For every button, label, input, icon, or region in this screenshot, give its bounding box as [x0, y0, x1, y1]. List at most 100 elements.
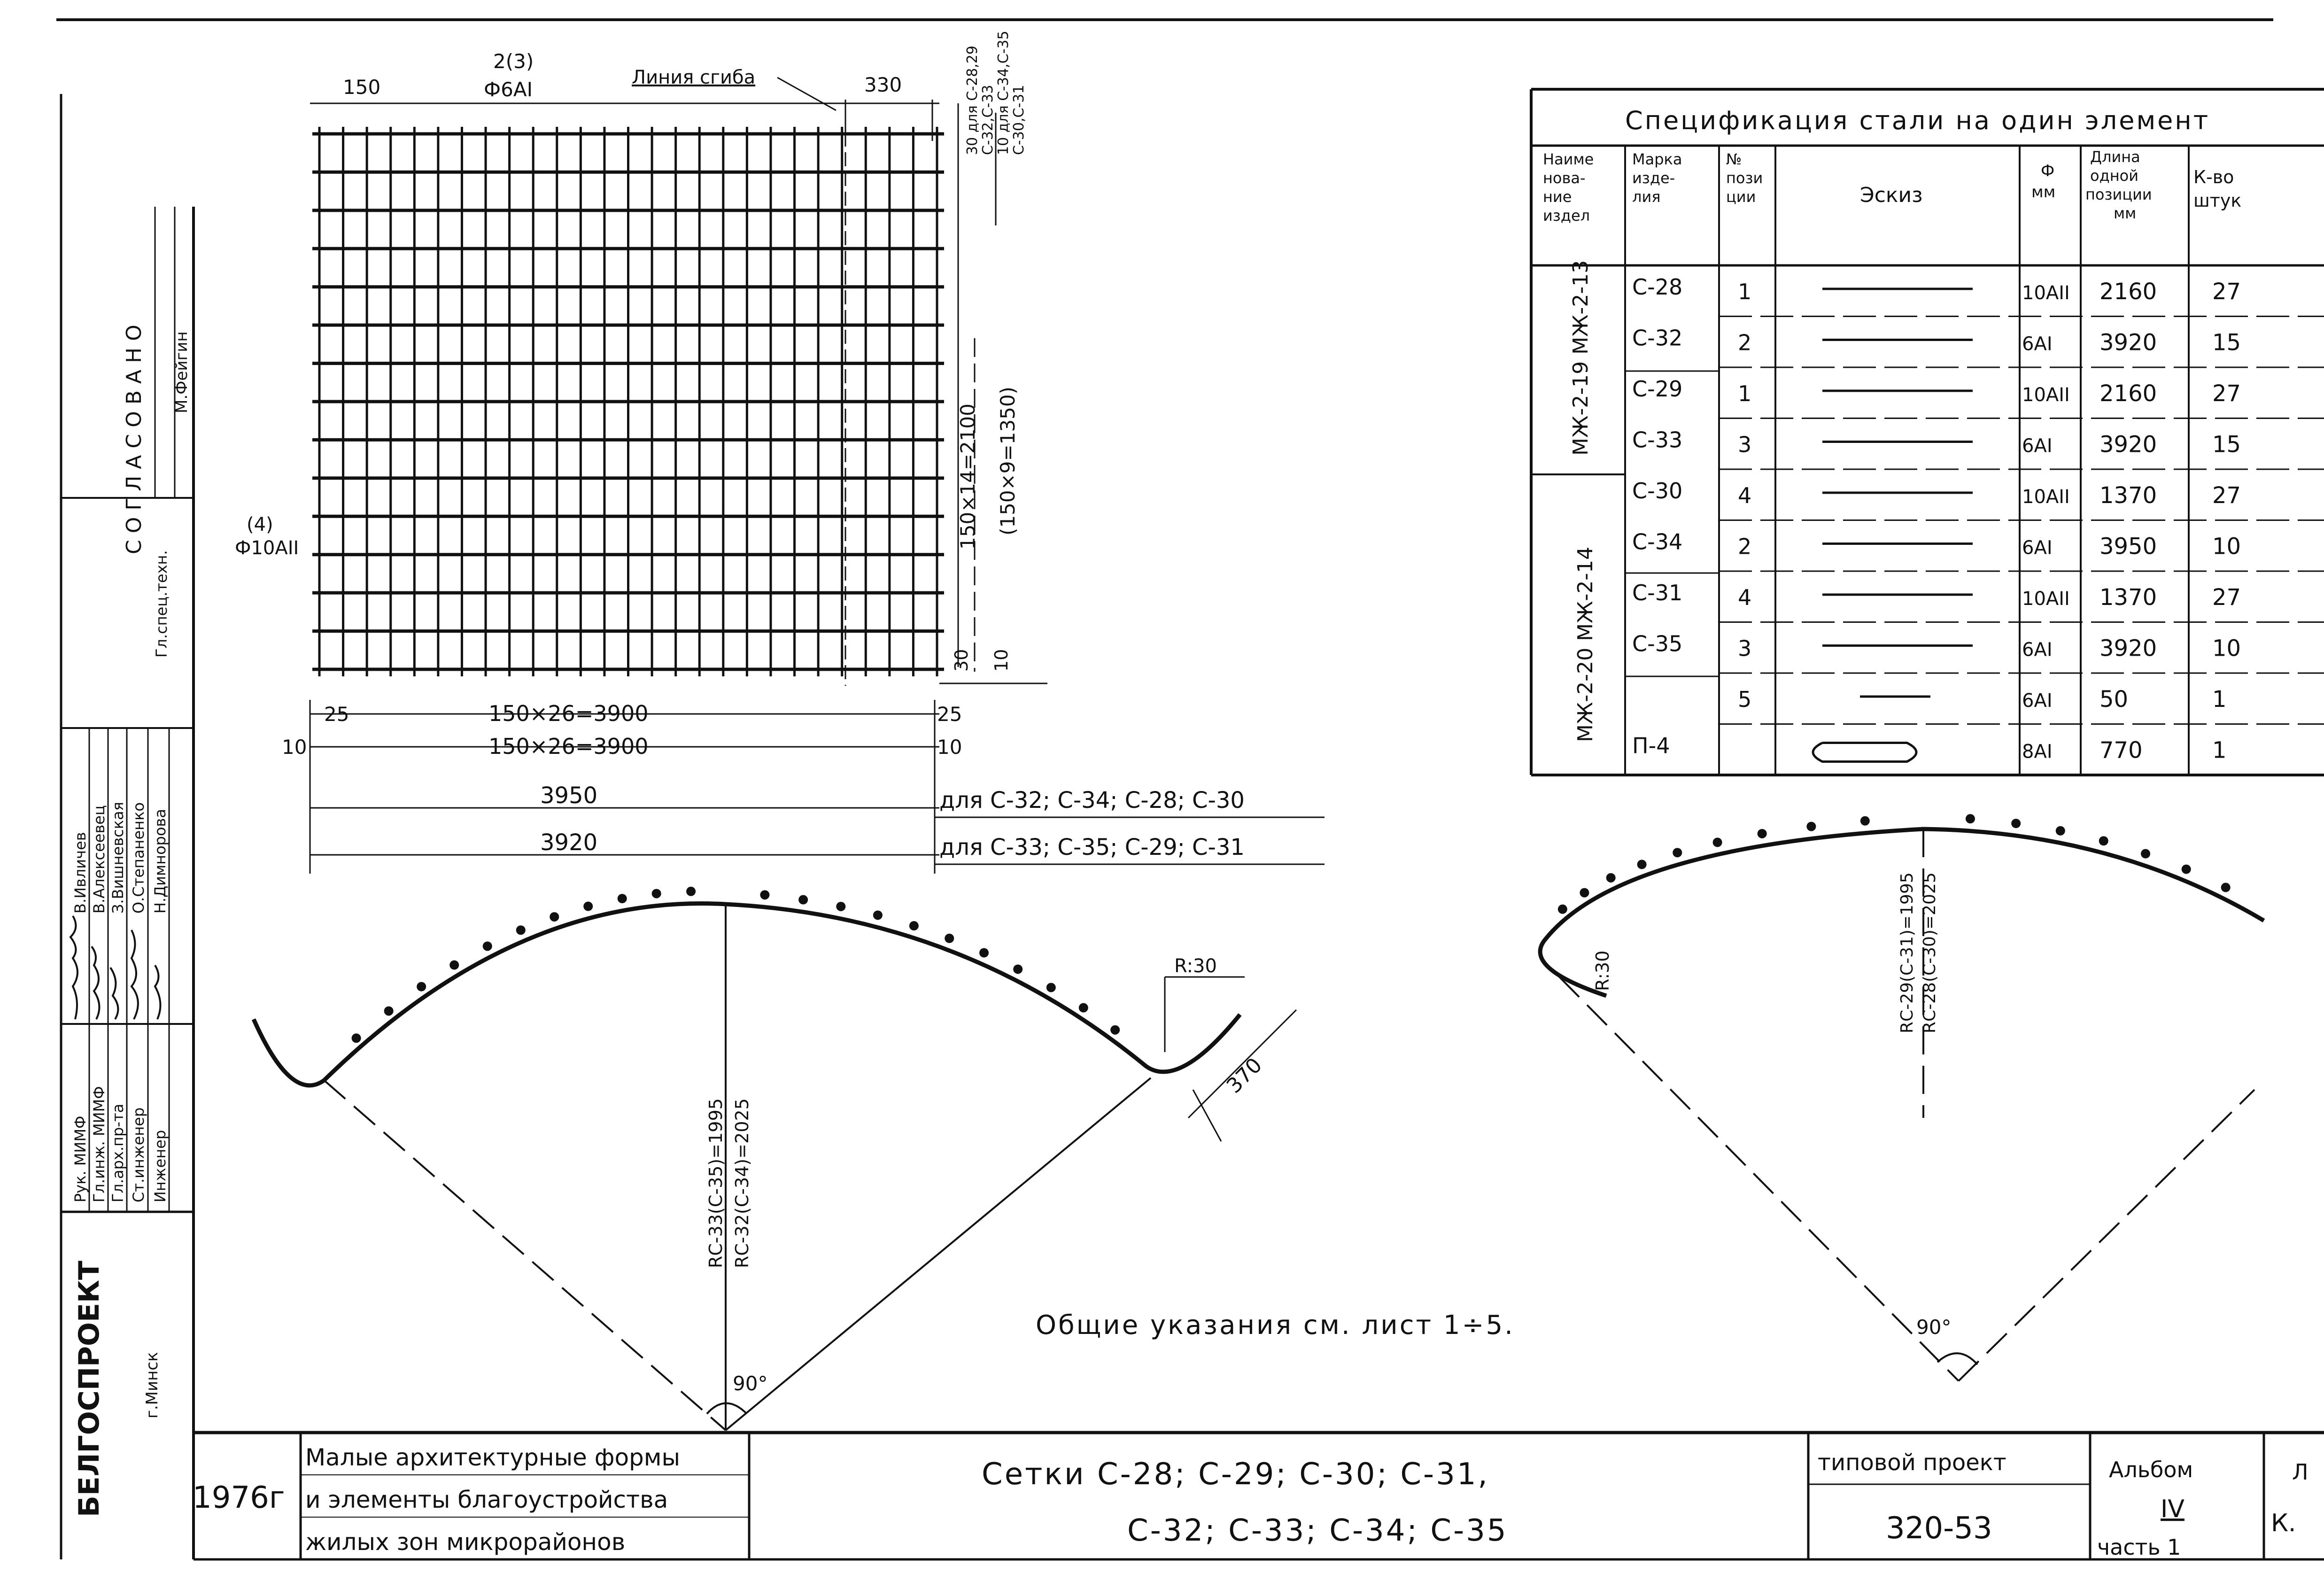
- spec-diameter: 10АII: [2022, 588, 2070, 610]
- hdr-name-1: Наиме: [1543, 150, 1594, 168]
- hdr-name-3: ние: [1543, 188, 1572, 206]
- total-3950: 3950: [540, 783, 597, 809]
- spec-qty: 10: [2212, 636, 2241, 662]
- spec-title: Спецификация стали на один элемент: [1625, 106, 2210, 135]
- spec-qty: 1: [2212, 686, 2227, 713]
- dim-30: 30: [951, 649, 972, 672]
- left-bar-label: Ф10АII: [235, 537, 299, 559]
- org-name: БЕЛГОСПРОЕКТ: [73, 1261, 106, 1517]
- right-radius-label-1: RС-29(С-31)=1995: [1898, 872, 1917, 1033]
- spec-mark: С-29: [1632, 376, 1682, 402]
- spec-qty: 15: [2212, 432, 2241, 458]
- arc-bar-section: [1557, 904, 1567, 914]
- right-note-3: 10 для С-34,С-35: [995, 31, 1012, 155]
- arc-bar-section: [417, 982, 426, 992]
- stamp-names: В.Ивличев В.Алексеевец З.Вишневская О.Ст…: [71, 802, 169, 914]
- horiz-dim-1: 150×26=3900: [488, 701, 649, 726]
- agreed-role: Гл.спец.техн.: [153, 550, 170, 658]
- arc-bar-section: [1860, 816, 1870, 826]
- tb-part: часть 1: [2097, 1534, 2181, 1560]
- hdr-dia-2: мм: [2031, 183, 2055, 202]
- spec-qty: 27: [2212, 380, 2241, 407]
- spec-mark: С-32: [1632, 326, 1682, 351]
- spec-pos: 3: [1738, 636, 1751, 661]
- role-3: Гл.арх.пр-та: [109, 1104, 127, 1202]
- sketch-loop: [1812, 742, 1918, 763]
- pos-label-top: 2(3): [493, 50, 534, 73]
- arc-bar-section: [384, 1006, 394, 1016]
- hdr-len-3: позиции: [2085, 186, 2152, 203]
- vert-dim-1: 150×14=2100: [956, 403, 979, 550]
- arc-bar-section: [1757, 829, 1767, 838]
- arc-bar-section: [2011, 819, 2021, 829]
- arc-bar-section: [651, 889, 661, 899]
- role-4: Ст.инженер: [130, 1108, 147, 1202]
- spec-pos: 2: [1738, 534, 1751, 559]
- right-note-1: 30 для С-28,29: [964, 46, 981, 155]
- spec-pos: 4: [1738, 483, 1751, 508]
- mesh-grid: [312, 113, 944, 686]
- left-arc-diagram: [251, 901, 1297, 1431]
- arc-bar-section: [550, 912, 559, 922]
- spec-diameter: 6АI: [2022, 537, 2053, 559]
- tb-sheet-label: Л: [2292, 1459, 2309, 1485]
- dim-25-left: 25: [324, 703, 349, 726]
- spec-length: 3920: [2099, 330, 2157, 356]
- spec-mark: С-33: [1632, 427, 1682, 453]
- name-4: О.Степаненко: [130, 802, 147, 914]
- arc-bar-section: [1673, 848, 1682, 858]
- agreed-title: СОГЛАСОВАНО: [122, 318, 146, 554]
- arc-bar-section: [2141, 849, 2151, 859]
- spec-mark: П-4: [1632, 733, 1670, 759]
- right-note-2: С-32,С-33: [980, 85, 996, 155]
- hdr-sketch: Эскиз: [1860, 183, 1922, 207]
- general-note: Общие указания см. лист 1÷5.: [1036, 1310, 1515, 1341]
- dim-10-left: 10: [282, 736, 307, 759]
- arc-bar-section: [1965, 814, 1975, 824]
- name-1: В.Ивличев: [71, 832, 89, 914]
- arc-bar-section: [1606, 873, 1616, 883]
- tb-project-no: 320-53: [1886, 1511, 1992, 1546]
- horiz-dim-2: 150×26=3900: [488, 734, 649, 759]
- arc-bar-section: [1637, 860, 1647, 869]
- arc-bar-section: [1580, 888, 1589, 898]
- spec-qty: 27: [2212, 279, 2241, 305]
- spec-length: 2160: [2099, 380, 2157, 407]
- spec-qty: 15: [2212, 330, 2241, 356]
- spec-length: 1370: [2099, 584, 2157, 611]
- arc-bar-section: [1712, 837, 1722, 847]
- bar-label-top: Ф6АI: [484, 78, 533, 101]
- arc-bar-section: [2221, 883, 2231, 892]
- tb-album-no: IV: [2161, 1495, 2185, 1523]
- spec-qty: 27: [2212, 584, 2241, 611]
- spec-diameter: 6АI: [2022, 333, 2053, 355]
- arc-bar-section: [351, 1033, 361, 1043]
- name-3: З.Вишневская: [109, 802, 127, 914]
- name-2: В.Алексеевец: [90, 805, 108, 914]
- spec-length: 770: [2099, 737, 2143, 764]
- arc-bar-section: [760, 890, 770, 900]
- spec-group-1: МЖ-2-19 МЖ-2-13: [1569, 260, 1593, 456]
- spec-length: 3920: [2099, 636, 2157, 662]
- right-note-4: С-30,С-31: [1011, 85, 1027, 155]
- arc-bar-section: [2055, 826, 2065, 836]
- dim-150-top: 150: [343, 76, 380, 99]
- spec-qty: 27: [2212, 482, 2241, 509]
- right-radius-label-2: RС-28(С-30)=2025: [1920, 872, 1939, 1033]
- hdr-len-4: мм: [2114, 204, 2136, 222]
- arc-bar-section: [1078, 1003, 1088, 1013]
- spec-diameter: 10АII: [2022, 282, 2070, 304]
- tb-desc-2: и элементы благоустройства: [305, 1486, 668, 1513]
- stamp-roles: Рук. МИМФ Гл.инж. МИМФ Гл.арх.пр-та Ст.и…: [71, 1086, 169, 1202]
- hdr-pos-3: ции: [1726, 188, 1756, 206]
- hdr-qty-1: К-во: [2193, 167, 2234, 187]
- tb-year: 1976г: [193, 1480, 285, 1515]
- tb-desc-3: жилых зон микрорайонов: [305, 1528, 625, 1556]
- spec-pos: 1: [1738, 381, 1751, 406]
- spec-pos: 1: [1738, 279, 1751, 304]
- title-block-lines: [194, 1433, 2324, 1561]
- spec-pos: 5: [1738, 687, 1751, 712]
- arc-bar-section: [836, 901, 846, 911]
- arc-bar-section: [979, 948, 989, 958]
